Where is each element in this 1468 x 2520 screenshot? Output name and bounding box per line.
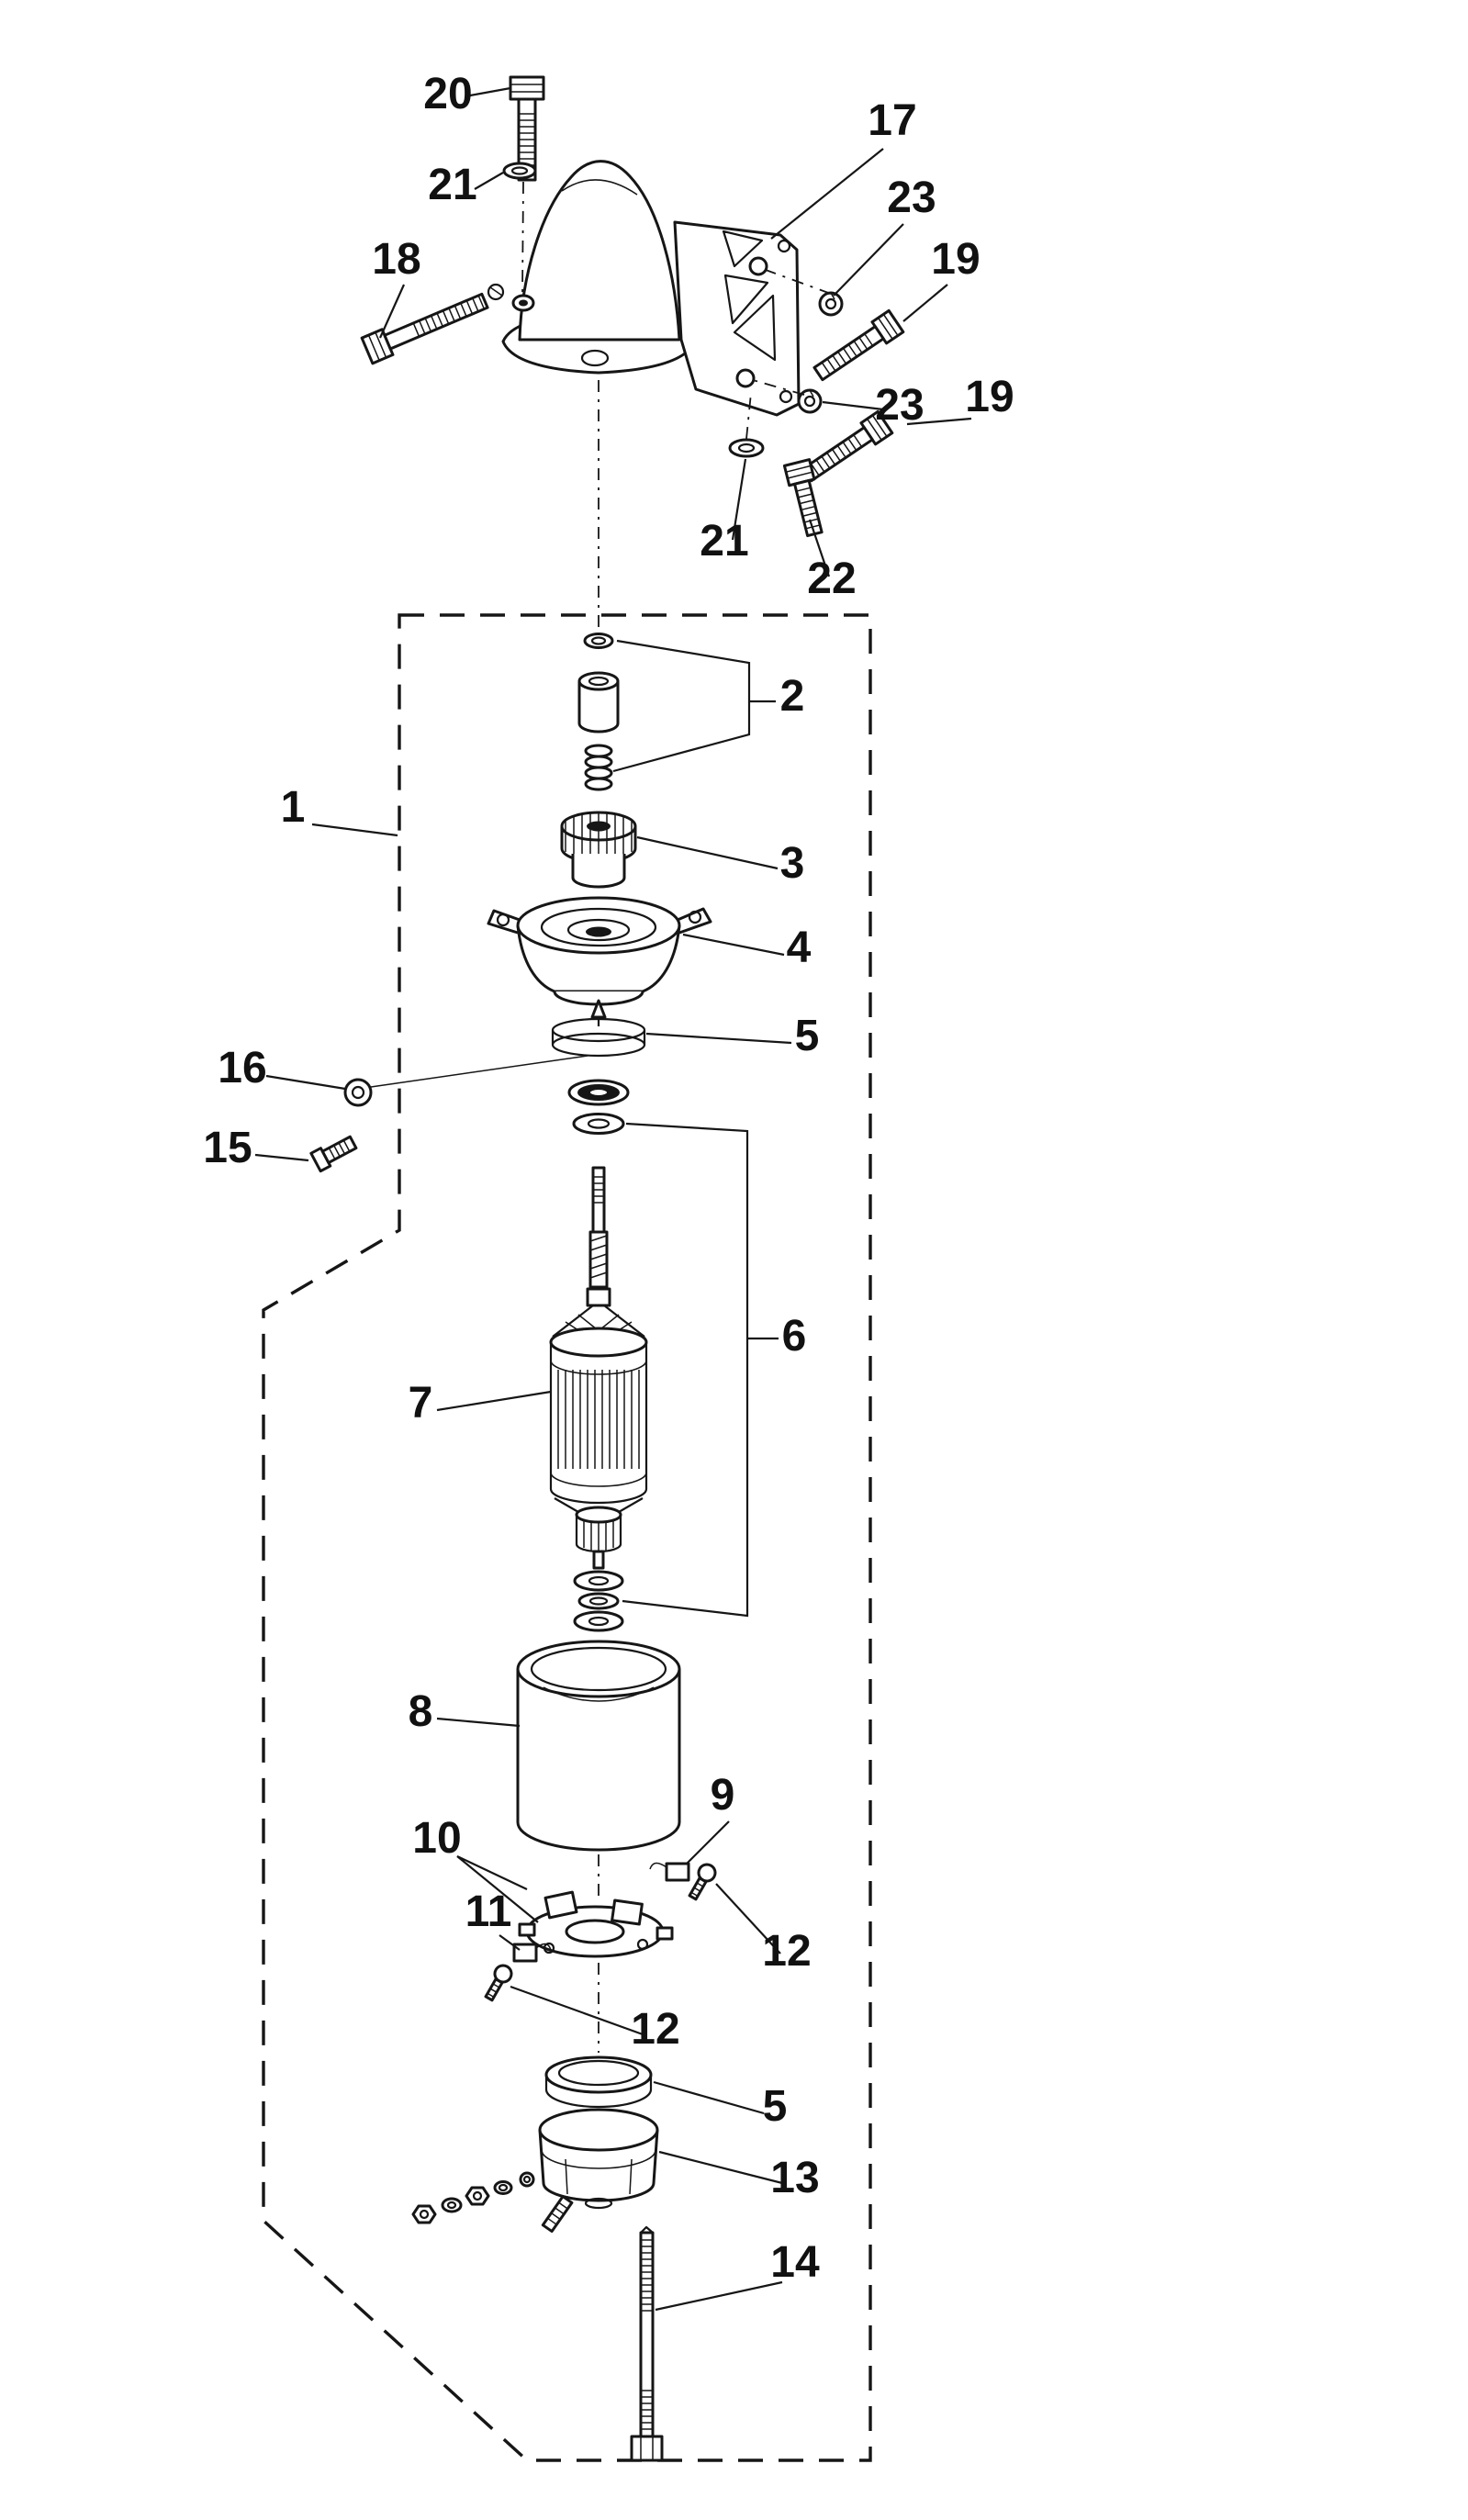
lock-washer-23-upper [818,291,844,317]
lock-washer-23-lower [797,388,823,414]
hex-bolt-19-lower [801,409,894,483]
callout-22: 22 [807,554,856,603]
callout-21-lower: 21 [700,517,748,566]
through-bolt-14 [630,2225,664,2462]
callout-9: 9 [711,1771,735,1820]
end-cap-13 [538,2108,659,2210]
screw-12-left [484,1964,513,2002]
bearing-washer-stack [567,1079,630,1135]
motor-frame-8 [516,1640,681,1852]
terminal-hardware [411,2171,535,2224]
callout-14: 14 [770,2238,820,2287]
washer-23-alignment-line-2 [752,379,805,396]
callouts: 20 21 17 23 19 18 23 19 21 22 2 1 3 4 5 … [203,70,1014,2287]
washer-23-alignment-line [765,269,832,295]
flat-washer-21-upper [502,162,537,180]
flat-washer-21-lower [728,438,765,458]
spacer-bushing-2 [577,671,620,734]
seal-ring-5-lower [544,2055,653,2109]
callout-8: 8 [409,1687,433,1736]
armature-7 [549,1166,648,1570]
brush-plate-10 [518,1890,674,1958]
hex-bolt-18 [360,292,489,365]
callout-13: 13 [770,2154,819,2202]
assembly-boundary-outline [262,613,872,2462]
callout-2: 2 [780,672,805,721]
callout-17: 17 [868,96,916,145]
callout-3: 3 [780,839,805,888]
callout-12-left: 12 [631,2005,679,2054]
callout-6: 6 [782,1312,807,1361]
callout-15: 15 [203,1124,252,1172]
leader-lines [254,86,972,2312]
hex-bolt-19-upper [812,308,905,382]
callout-10: 10 [412,1814,461,1863]
callout-23-upper: 23 [887,174,936,222]
drive-end-frame-4 [487,896,712,1006]
washer-16 [343,1078,373,1107]
callout-19-lower: 19 [965,373,1014,421]
callout-12-right: 12 [762,1927,811,1976]
bolt-22-alignment-line [745,392,752,440]
mounting-bracket-17 [673,220,801,417]
brush-11 [512,1943,552,1963]
screw-15 [309,1135,358,1173]
starter-dome-housing [501,160,697,375]
thrust-washer-stack-lower [573,1570,624,1632]
callout-1: 1 [281,783,306,832]
bolt-20-alignment-line [521,181,524,293]
callout-11: 11 [465,1887,512,1936]
callout-4: 4 [787,924,812,972]
retaining-clip [487,283,505,301]
terminal-stud [541,2195,574,2234]
callout-5-lower: 5 [763,2082,788,2131]
callout-5-upper: 5 [795,1012,820,1060]
wave-spring-5-upper [551,999,646,1058]
spring-2 [584,744,613,791]
screw-12-right [688,1863,717,1901]
callout-19-upper: 19 [931,235,980,284]
retainer-ring-2 [583,633,614,649]
callout-7: 7 [409,1379,433,1428]
callout-20: 20 [423,70,472,118]
drive-pinion-gear-3 [560,811,637,889]
callout-16: 16 [218,1044,266,1092]
hex-bolt-20 [509,75,545,182]
callout-18: 18 [372,235,420,284]
callout-21-upper: 21 [428,161,476,209]
brush-9 [649,1862,690,1882]
callout-23-lower: 23 [875,381,924,430]
